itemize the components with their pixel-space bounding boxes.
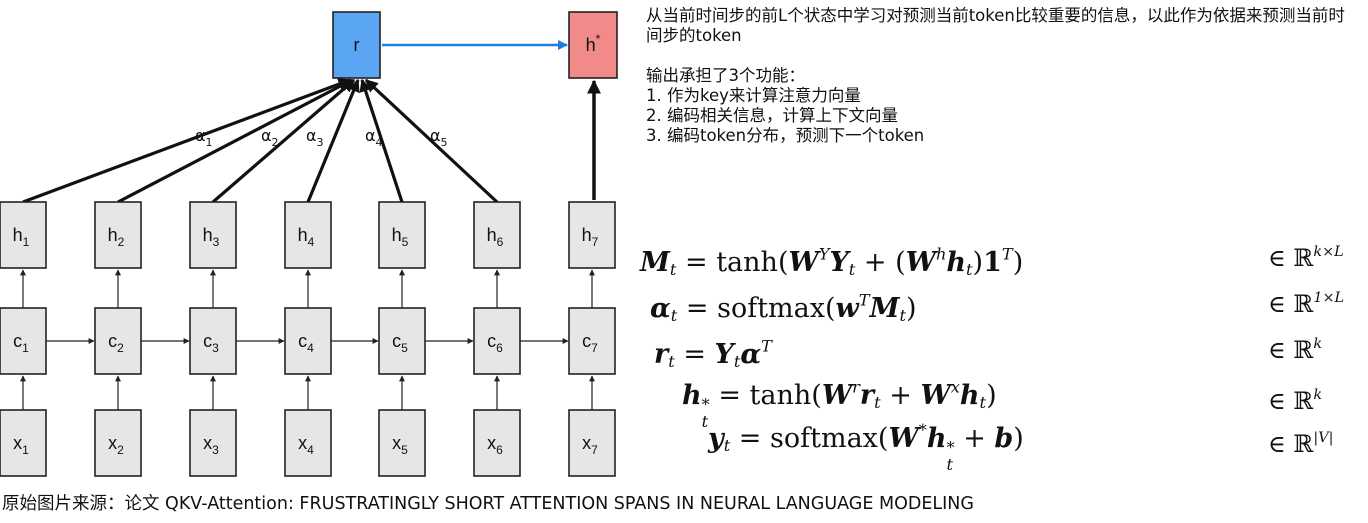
c-node-label-7: c7 [582, 331, 598, 355]
c-node-5 [378, 307, 426, 375]
h-node-1 [0, 201, 47, 269]
x-node-6 [473, 409, 521, 477]
h-node-label-1: h1 [13, 225, 30, 249]
c-node-4 [284, 307, 332, 375]
h6-to-r-arrow [364, 78, 499, 204]
x-node-4 [284, 409, 332, 477]
equation-r-domain: ∈ ℝk [1268, 335, 1323, 364]
h5-to-r-arrow [359, 78, 404, 203]
h2-to-r-arrow [117, 78, 354, 204]
c-node-1 [0, 307, 47, 375]
c-node-label-1: c1 [13, 331, 29, 355]
h-node-label-4: h4 [298, 225, 315, 249]
equation-r: rt = YtαT [654, 336, 772, 371]
attention-diagram: x1 x2 x3 x4 x5 x6 x7 c1 c2 c3 c4 c5 c6 c7 h1 h2 h3 h4 h5… [0, 11, 618, 477]
h-node-6 [473, 201, 521, 269]
equation-hstar-domain: ∈ ℝk [1268, 386, 1323, 415]
c-node-label-6: c6 [487, 331, 503, 355]
attention-arrows [22, 78, 499, 204]
h-node-5 [378, 201, 426, 269]
c-node-2 [94, 307, 142, 375]
recurrence-arrows [20, 269, 595, 410]
h-node-label-6: h6 [487, 225, 504, 249]
equation-m-domain: ∈ ℝk×L [1268, 243, 1344, 272]
description-paragraph: 从当前时间步的前L个状态中学习对预测当前token比较重要的信息，以此作为依据来… [646, 6, 1345, 45]
c-node-label-3: c3 [203, 331, 219, 355]
c-node-3 [189, 307, 237, 375]
c-node-label-5: c5 [392, 331, 408, 355]
hstar-node-label: h* [586, 32, 601, 55]
source-caption: 原始图片来源：论文 QKV-Attention: FRUSTRATINGLY S… [2, 494, 974, 514]
x-node-5 [378, 409, 426, 477]
x-node-1 [0, 409, 47, 477]
c-node-label-2: c2 [108, 331, 124, 355]
function-item-1: 1. 作为key来计算注意力向量 [646, 86, 861, 105]
equation-y: yt = softmax(W*h*t + b) [708, 420, 1024, 474]
h1-to-r-arrow [22, 78, 352, 204]
hstar-node [568, 11, 618, 79]
r-node [332, 11, 381, 79]
x-node-7 [568, 409, 616, 477]
c-node-label-4: c4 [298, 331, 314, 355]
equation-alpha-domain: ∈ ℝ1×L [1268, 289, 1345, 318]
h-node-7 [568, 201, 616, 269]
alpha-label-2: α2 [261, 126, 279, 149]
h-node-label-5: h5 [392, 225, 409, 249]
x-node-2 [94, 409, 142, 477]
x-node-label-2: x2 [108, 433, 124, 457]
description-panel: 从当前时间步的前L个状态中学习对预测当前token比较重要的信息，以此作为依据来… [646, 6, 1358, 146]
h-node-2 [94, 201, 142, 269]
alpha-label-3: α3 [306, 126, 324, 149]
h-node-label-3: h3 [203, 225, 220, 249]
h-node-label-2: h2 [108, 225, 125, 249]
h-node-4 [284, 201, 332, 269]
x-node-label-3: x3 [203, 433, 219, 457]
alpha-label-4: α4 [365, 126, 383, 149]
r-node-label: r [354, 35, 360, 55]
h3-to-r-arrow [211, 78, 356, 204]
alpha-label-1: α1 [195, 126, 213, 149]
h-node-label-7: h7 [582, 225, 599, 249]
x-node-label-7: x7 [582, 433, 598, 457]
x-node-label-5: x5 [392, 433, 408, 457]
x-node-label-4: x4 [298, 433, 314, 457]
attention-weight-labels: α1 α2 α3 α4 α5 [195, 126, 448, 149]
hidden-nodes: h1 h2 h3 h4 h5 h6 h7 [0, 201, 616, 269]
x-node-label-1: x1 [13, 433, 29, 457]
equation-m: Mt = tanh(WYYt + (Whht)1T) [640, 244, 1024, 279]
functions-heading: 输出承担了3个功能： [646, 66, 805, 85]
equation-hstar: h*t = tanh(Wrrt + Wxht) [682, 377, 997, 431]
equation-alpha: αt = softmax(wTMt) [650, 290, 917, 325]
input-nodes: x1 x2 x3 x4 x5 x6 x7 [0, 409, 616, 477]
c-node-7 [568, 307, 616, 375]
h4-to-r-arrow [306, 78, 360, 203]
function-item-3: 3. 编码token分布，预测下一个token [646, 126, 925, 145]
h-node-3 [189, 201, 237, 269]
alpha-label-5: α5 [430, 126, 448, 149]
cell-nodes: c1 c2 c3 c4 c5 c6 c7 [0, 307, 616, 375]
x-node-label-6: x6 [487, 433, 503, 457]
c-node-6 [473, 307, 521, 375]
function-item-2: 2. 编码相关信息，计算上下文向量 [646, 106, 898, 125]
x-node-3 [189, 409, 237, 477]
equation-y-domain: ∈ ℝ|V| [1268, 429, 1334, 458]
